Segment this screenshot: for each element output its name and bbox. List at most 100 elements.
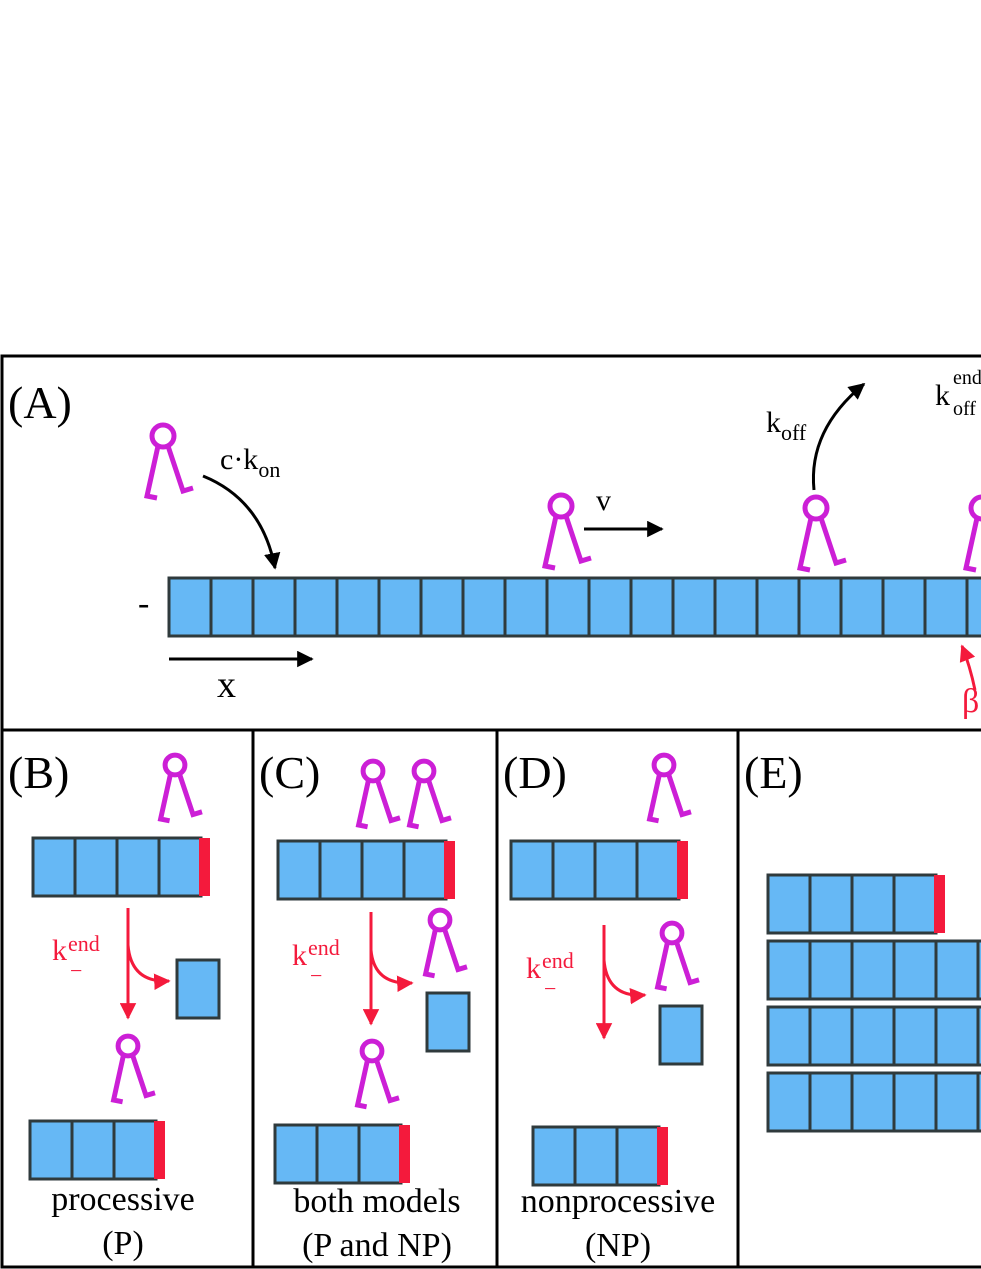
motor-head (651, 752, 677, 778)
tubulin-dimer (965, 576, 981, 638)
filament-b-bottom (28, 1119, 165, 1181)
tubulin-dimer (808, 873, 854, 935)
motor-stepping (542, 492, 592, 571)
tubulin-dimer (808, 939, 854, 1001)
tubulin-dimer (713, 576, 759, 638)
filament-c-bottom (273, 1123, 410, 1185)
panel-c-label: (C) (259, 747, 320, 798)
motor-leg (963, 517, 980, 573)
tubulin-dimer (755, 576, 801, 638)
caption-d-line2: (NP) (585, 1227, 651, 1264)
filament-e-3 (766, 1005, 981, 1067)
tubulin-dimer (551, 839, 597, 901)
motor-leg (797, 517, 814, 573)
rate-label-c: k end − (292, 929, 347, 988)
motor-leg (374, 1059, 400, 1104)
tubulin-dimer (28, 1119, 74, 1181)
tubulin-dimer (276, 839, 322, 901)
tubulin-dimer (923, 576, 969, 638)
panel-e-label: (E) (744, 747, 803, 798)
rate-label-d: k end − (526, 942, 581, 1001)
tubulin-dimer (808, 1071, 854, 1133)
tubulin-dimer (797, 576, 843, 638)
tubulin-dimer (766, 1005, 812, 1067)
motor-leg (110, 1054, 126, 1105)
panel-a: (A) - x c·kon v koff k end off β (8, 358, 981, 720)
motor-leg (177, 773, 203, 818)
motor-b-bottom (110, 1033, 156, 1105)
tubulin-dimer (503, 576, 549, 638)
motor-head (162, 752, 188, 778)
tubulin-dimer (157, 836, 203, 898)
motor-at-end (963, 494, 981, 573)
motor-leg (144, 445, 161, 501)
depolymerization-partial-label: β (962, 683, 979, 720)
motor-leg (666, 773, 692, 818)
released-dimer-b (175, 958, 221, 1020)
motor-leg (442, 928, 468, 973)
motor-head (359, 1038, 385, 1064)
tubulin-dimer (377, 576, 423, 638)
tubulin-dimer (850, 939, 896, 1001)
caption-d-line1: nonprocessive (521, 1183, 716, 1220)
motor-leg (674, 941, 700, 986)
released-dimer-d (658, 1004, 704, 1066)
panel-b-label: (B) (8, 747, 69, 798)
motor-c-top-2 (406, 758, 452, 830)
end-cap-marker (677, 841, 688, 899)
motor-d-released (654, 920, 700, 992)
motor-leg (654, 941, 670, 992)
motor-leg (130, 1054, 156, 1099)
panel-e: (E) (744, 747, 981, 1133)
motor-head (411, 758, 437, 784)
tubulin-dimer (976, 1071, 981, 1133)
end-cap-marker (657, 1127, 668, 1185)
motor-unbinding (797, 494, 847, 573)
filament-e-2 (766, 939, 981, 1001)
tubulin-dimer (357, 1123, 403, 1185)
tubulin-dimer (892, 1071, 938, 1133)
tubulin-dimer (73, 836, 119, 898)
velocity-label: v (596, 484, 611, 517)
motor-leg (563, 515, 592, 565)
tubulin-dimer (509, 839, 555, 901)
dimer-release-arrow-d (602, 959, 647, 1005)
tubulin-dimer (587, 576, 633, 638)
tubulin-dimer (31, 836, 77, 898)
tubulin-dimer (881, 576, 927, 638)
motor-c-released (422, 907, 468, 979)
filament-c-top (276, 839, 455, 901)
minus-end-label: - (138, 585, 149, 622)
caption-b-line1: processive (51, 1181, 195, 1218)
tubulin-dimer (934, 939, 980, 1001)
tubulin-dimer (892, 1005, 938, 1067)
end-cap-marker (444, 841, 455, 899)
filament-e-1 (766, 873, 945, 935)
x-axis-label: x (217, 664, 236, 706)
binding-arrow (202, 474, 281, 570)
tubulin-dimer (209, 576, 255, 638)
dimer-release-arrow-c (369, 949, 414, 993)
filament-d-top (509, 839, 688, 901)
end-cap-marker (934, 875, 945, 933)
end-unbinding-rate-label: k end off (935, 358, 981, 420)
motor-leg (818, 517, 847, 567)
motor-leg (355, 779, 371, 830)
tubulin-dimer (976, 1005, 981, 1067)
caption-c-line2: (P and NP) (302, 1227, 452, 1264)
tubulin-dimer (531, 1125, 577, 1187)
released-dimer-c (425, 991, 471, 1053)
panel-a-label: (A) (8, 377, 72, 428)
panel-d-label: (D) (503, 747, 567, 798)
tubulin-dimer (934, 1005, 980, 1067)
tubulin-dimer (315, 1123, 361, 1185)
depolymerization-arrow (959, 644, 977, 691)
tubulin-dimer (573, 1125, 619, 1187)
binding-rate-label: c·kon (220, 443, 280, 482)
motor-leg (165, 445, 194, 495)
motor-leg (426, 779, 452, 824)
dimer-release-arrow-b (126, 944, 171, 991)
tubulin-dimer (615, 1125, 661, 1187)
tubulin-dimer (115, 836, 161, 898)
